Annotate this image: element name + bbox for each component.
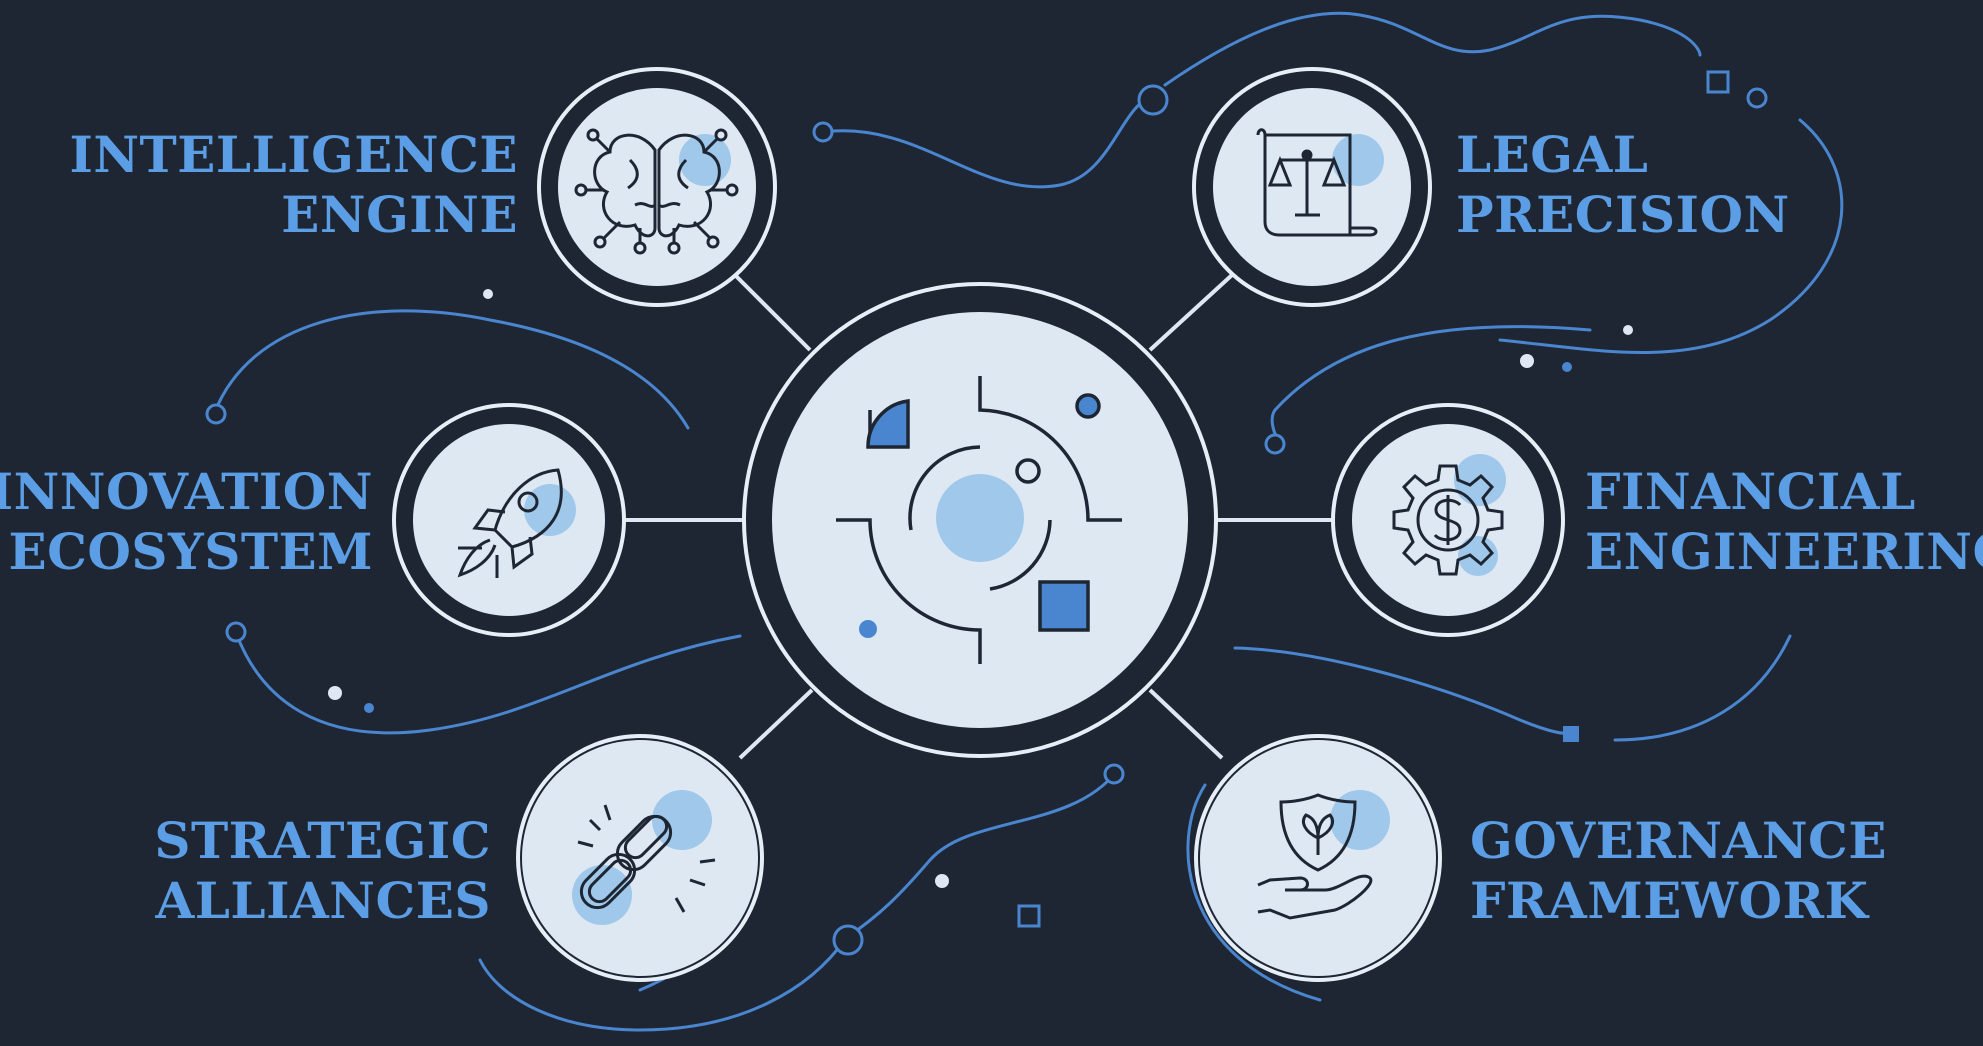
chain-link-icon [572,790,716,925]
label-line: STRATEGIC [154,811,491,870]
node-intelligence-engine [537,67,777,307]
label-line: FINANCIAL [1585,462,1916,521]
label-line: ALLIANCES [155,871,491,930]
label-line: INTELLIGENCE [69,125,518,184]
brain-circuit-icon [574,128,739,255]
abstract-maze-icon [836,376,1122,664]
label-line: PRECISION [1456,185,1790,244]
node-strategic-alliances [516,734,764,982]
label-legal-precision: LEGAL PRECISION [1456,125,1790,245]
rocket-icon [457,468,576,578]
spokes [623,273,1337,760]
label-line: FRAMEWORK [1470,871,1869,930]
gear-dollar-icon [1392,454,1506,576]
node-financial-engineering [1331,403,1565,637]
node-governance-framework [1194,734,1442,982]
label-line: ENGINE [281,185,518,244]
node-innovation-ecosystem [392,403,626,637]
label-innovation-ecosystem: INNOVATION ECOSYSTEM [0,462,373,582]
label-line: ECOSYSTEM [8,522,373,581]
label-strategic-alliances: STRATEGIC ALLIANCES [154,811,491,931]
shield-hand-icon [1257,790,1390,920]
label-line: GOVERNANCE [1470,811,1887,870]
central-hub [742,282,1218,758]
label-line: INNOVATION [0,462,373,521]
label-governance-framework: GOVERNANCE FRAMEWORK [1470,811,1887,931]
label-intelligence-engine: INTELLIGENCE ENGINE [69,125,518,245]
label-line: ENGINEERING [1585,522,1983,581]
label-line: LEGAL [1456,125,1649,184]
label-financial-engineering: FINANCIAL ENGINEERING [1585,462,1983,582]
scales-of-justice-icon [1256,128,1384,237]
node-legal-precision [1192,67,1432,307]
decorative-dots [205,70,1768,956]
